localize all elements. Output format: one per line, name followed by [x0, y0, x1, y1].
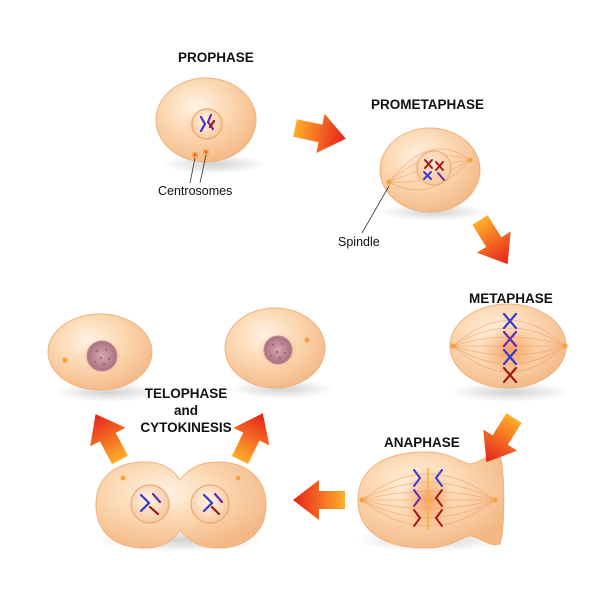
- prophase-centrosome-icon: [192, 149, 209, 158]
- daughter-right-nucleus: [263, 335, 293, 365]
- label-prophase: PROPHASE: [178, 50, 254, 65]
- daughter-cell-left: [47, 313, 162, 402]
- daughter-left-nucleus: [86, 340, 118, 372]
- label-prometaphase: PROMETAPHASE: [371, 97, 484, 112]
- telophase-chromosomes-left: [139, 492, 162, 516]
- metaphase-chromosomes: [502, 312, 518, 384]
- label-telophase-and: and: [174, 403, 198, 418]
- anaphase-cell: [356, 451, 505, 552]
- arrow-prophase-to-prometaphase: [290, 108, 351, 159]
- arrow-telophase-to-daughter-left: [77, 404, 138, 470]
- arrow-anaphase-to-telophase: [293, 480, 345, 520]
- prometaphase-nucleus: [416, 150, 452, 186]
- daughter-cell-right: [224, 307, 334, 399]
- callout-spindle: Spindle: [338, 235, 380, 249]
- metaphase-cell: [449, 303, 570, 402]
- telophase-cells: [94, 461, 267, 552]
- arrow-prometaphase-to-metaphase: [463, 209, 525, 275]
- label-metaphase: METAPHASE: [469, 291, 553, 306]
- label-cytokinesis: CYTOKINESIS: [140, 420, 231, 435]
- anaphase-chromosomes: [413, 469, 443, 527]
- prophase-chromosomes: [199, 113, 216, 133]
- telophase-chromosomes-right: [202, 492, 224, 516]
- telophase-nucleus-left: [130, 484, 170, 524]
- prometaphase-cell: [361, 127, 488, 234]
- callout-centrosomes: Centrosomes: [158, 184, 232, 198]
- prophase-nucleus: [191, 108, 223, 140]
- prometaphase-chromosomes: [423, 159, 445, 181]
- prophase-cell: [155, 77, 266, 184]
- label-telophase: TELOPHASE: [145, 386, 228, 401]
- arrow-telophase-to-daughter-right: [222, 404, 281, 469]
- label-anaphase: ANAPHASE: [384, 435, 460, 450]
